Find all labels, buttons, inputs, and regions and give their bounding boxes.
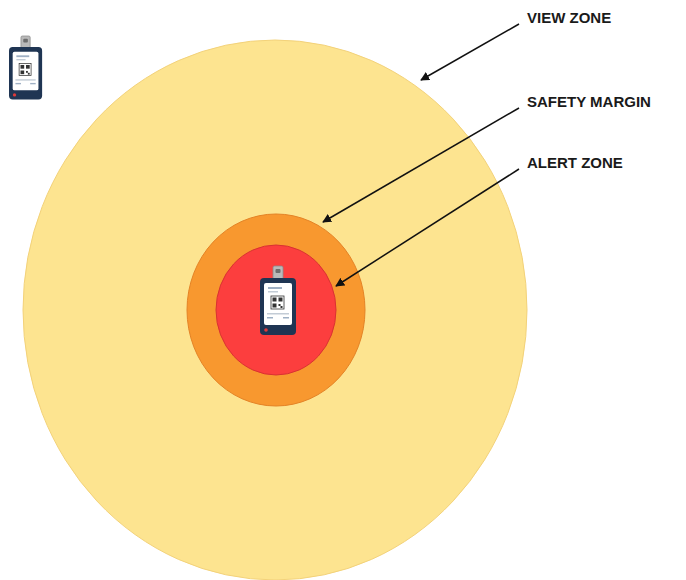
badge-icon — [260, 266, 296, 335]
zone-label: SAFETY MARGIN — [527, 93, 651, 111]
zone-label: VIEW ZONE — [527, 9, 611, 27]
leader-arrow — [336, 169, 519, 286]
leader-arrow — [323, 108, 519, 222]
safety-margin-circle — [187, 214, 365, 406]
badge-icon — [9, 36, 42, 99]
view-zone-circle — [23, 40, 527, 580]
alert-zone-circle — [216, 245, 336, 375]
leader-arrow — [421, 24, 519, 80]
zone-label: ALERT ZONE — [527, 154, 623, 172]
